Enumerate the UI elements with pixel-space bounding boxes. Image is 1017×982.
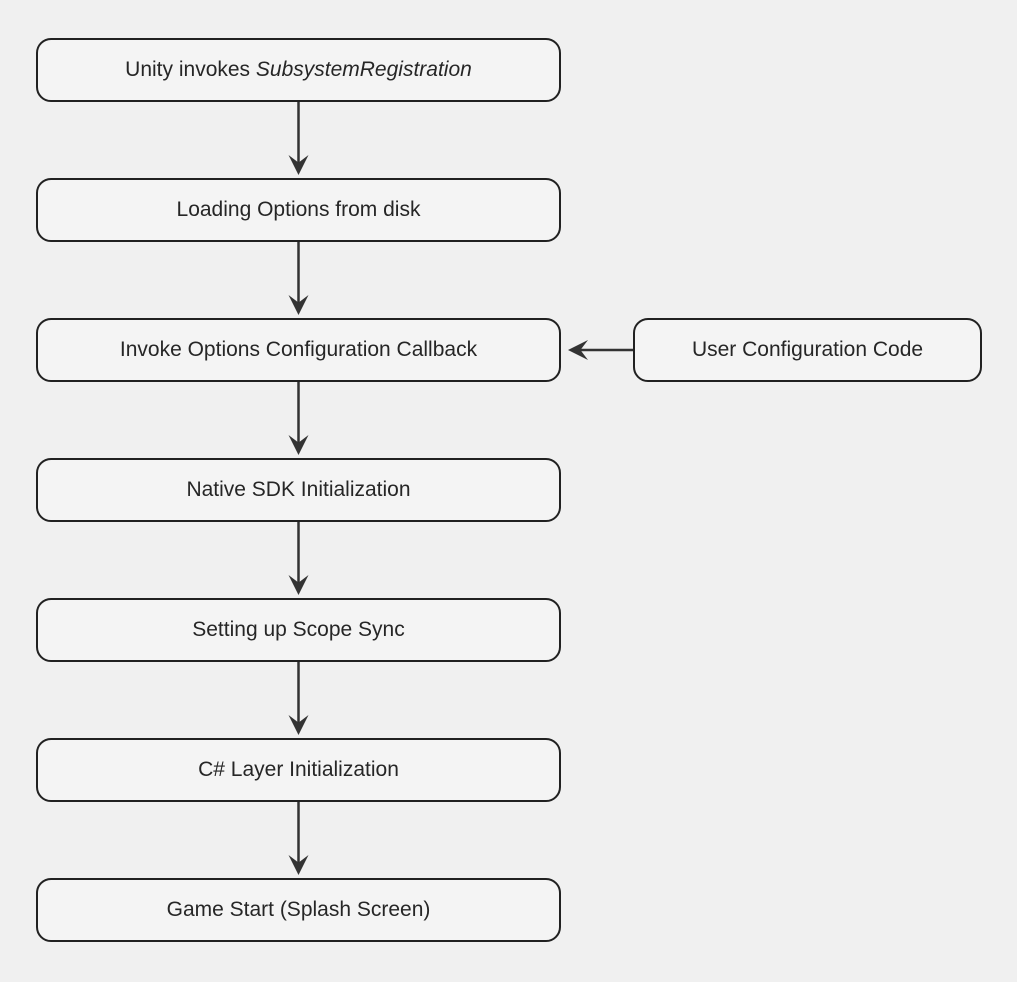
node-label: Setting up Scope Sync	[192, 618, 405, 642]
node-game-start-splash-screen: Game Start (Splash Screen)	[36, 878, 561, 942]
node-invoke-options-configuration-callback: Invoke Options Configuration Callback	[36, 318, 561, 382]
node-label: User Configuration Code	[691, 338, 924, 362]
node-csharp-layer-initialization: C# Layer Initialization	[36, 738, 561, 802]
node-label: Game Start (Splash Screen)	[166, 898, 431, 922]
node-label: Loading Options from disk	[176, 198, 421, 222]
node-setting-up-scope-sync: Setting up Scope Sync	[36, 598, 561, 662]
node-label: Native SDK Initialization	[186, 478, 411, 502]
node-unity-invokes-subsystem-registration: Unity invokes SubsystemRegistration	[36, 38, 561, 102]
node-user-configuration-code: User Configuration Code	[633, 318, 982, 382]
node-native-sdk-initialization: Native SDK Initialization	[36, 458, 561, 522]
node-label: C# Layer Initialization	[198, 758, 399, 782]
node-label: Invoke Options Configuration Callback	[119, 338, 478, 362]
node-loading-options-from-disk: Loading Options from disk	[36, 178, 561, 242]
node-label: Unity invokes SubsystemRegistration	[125, 58, 472, 82]
